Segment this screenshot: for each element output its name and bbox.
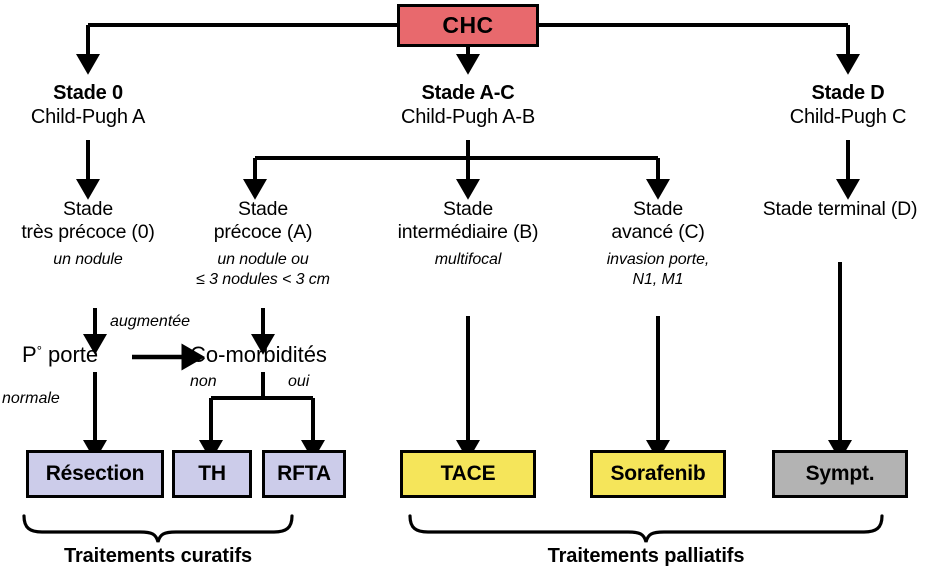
edge-label-augmentee: augmentée (110, 313, 191, 330)
treatment-box-resection[interactable]: Résection (26, 450, 164, 498)
node-stade-ac-subtitle: Child-Pugh A-B (401, 105, 535, 128)
node-substage-terminal: Stade terminal (D) (742, 198, 938, 221)
substage-precoce-line1: Stade (238, 198, 288, 220)
treatment-label-resection: Résection (45, 462, 145, 485)
substage-intermediaire-line1: Stade (443, 198, 493, 220)
treatment-box-th[interactable]: TH (172, 450, 252, 498)
node-chc[interactable]: CHC (397, 4, 539, 47)
comorbidities-label: Co-morbidités (190, 342, 327, 367)
edge-label-oui: oui (288, 373, 310, 390)
substage-intermediaire-line2: intermédiaire (B) (397, 221, 539, 243)
substage-terminal-line1: Stade terminal (D) (762, 198, 918, 220)
node-chc-label: CHC (442, 12, 494, 38)
node-stade-ac-title: Stade A-C (421, 82, 515, 104)
portal-pressure-label: P (22, 342, 37, 367)
substage-avance-line2: avancé (C) (611, 221, 705, 243)
substage-tres-precoce-line2: très précoce (0) (21, 221, 155, 243)
treatment-label-rfta: RFTA (277, 462, 331, 485)
treatment-label-th: TH (198, 462, 226, 485)
substage-tres-precoce-detail1: un nodule (53, 251, 123, 268)
substage-precoce-detail1: un nodule ou (217, 251, 309, 268)
substage-tres-precoce-line1: Stade (63, 198, 113, 220)
group-label-curatifs: Traitements curatifs (63, 545, 253, 567)
substage-avance-detail1: invasion porte, (606, 251, 710, 268)
substage-precoce-line2: précoce (A) (213, 221, 313, 243)
node-stade-0-title: Stade 0 (53, 82, 123, 104)
node-stade-d-subtitle: Child-Pugh C (789, 105, 907, 128)
node-stade-ac: Stade A-C Child-Pugh A-B (368, 82, 568, 129)
treatment-label-sorafenib: Sorafenib (610, 462, 706, 485)
treatment-box-tace[interactable]: TACE (400, 450, 536, 498)
node-substage-precoce: Stade précoce (A) un nodule ou ≤ 3 nodul… (168, 198, 358, 289)
node-substage-intermediaire: Stade intermédiaire (B) multifocal (373, 198, 563, 270)
brace-palliatifs (408, 514, 884, 543)
substage-precoce-detail2: ≤ 3 nodules < 3 cm (196, 270, 330, 288)
treatment-box-rfta[interactable]: RFTA (262, 450, 346, 498)
portal-pressure-label-2: porte (41, 342, 99, 367)
treatment-label-sympt: Sympt. (805, 462, 875, 485)
node-stade-d-title: Stade D (811, 82, 885, 104)
edge-label-non: non (190, 373, 217, 390)
node-substage-tres-precoce: Stade très précoce (0) un nodule (0, 198, 176, 270)
substage-avance-detail2: N1, M1 (632, 270, 684, 288)
node-substage-avance: Stade avancé (C) invasion porte, N1, M1 (570, 198, 746, 289)
node-stade-d: Stade D Child-Pugh C (758, 82, 938, 129)
treatment-box-sympt[interactable]: Sympt. (772, 450, 908, 498)
substage-intermediaire-detail1: multifocal (434, 251, 502, 268)
node-comorbidities: Co-morbidités (190, 342, 327, 368)
substage-avance-line1: Stade (633, 198, 683, 220)
node-stade-0-subtitle: Child-Pugh A (30, 105, 146, 128)
node-portal-pressure: P° porte (22, 342, 98, 368)
edge-label-normale: normale (2, 390, 60, 407)
brace-curatifs (22, 514, 294, 543)
treatment-box-sorafenib[interactable]: Sorafenib (590, 450, 726, 498)
portal-pressure-degree: ° (36, 343, 42, 358)
node-stade-0: Stade 0 Child-Pugh A (0, 82, 176, 129)
group-label-palliatifs: Traitements palliatifs (547, 545, 745, 567)
treatment-label-tace: TACE (440, 462, 496, 485)
